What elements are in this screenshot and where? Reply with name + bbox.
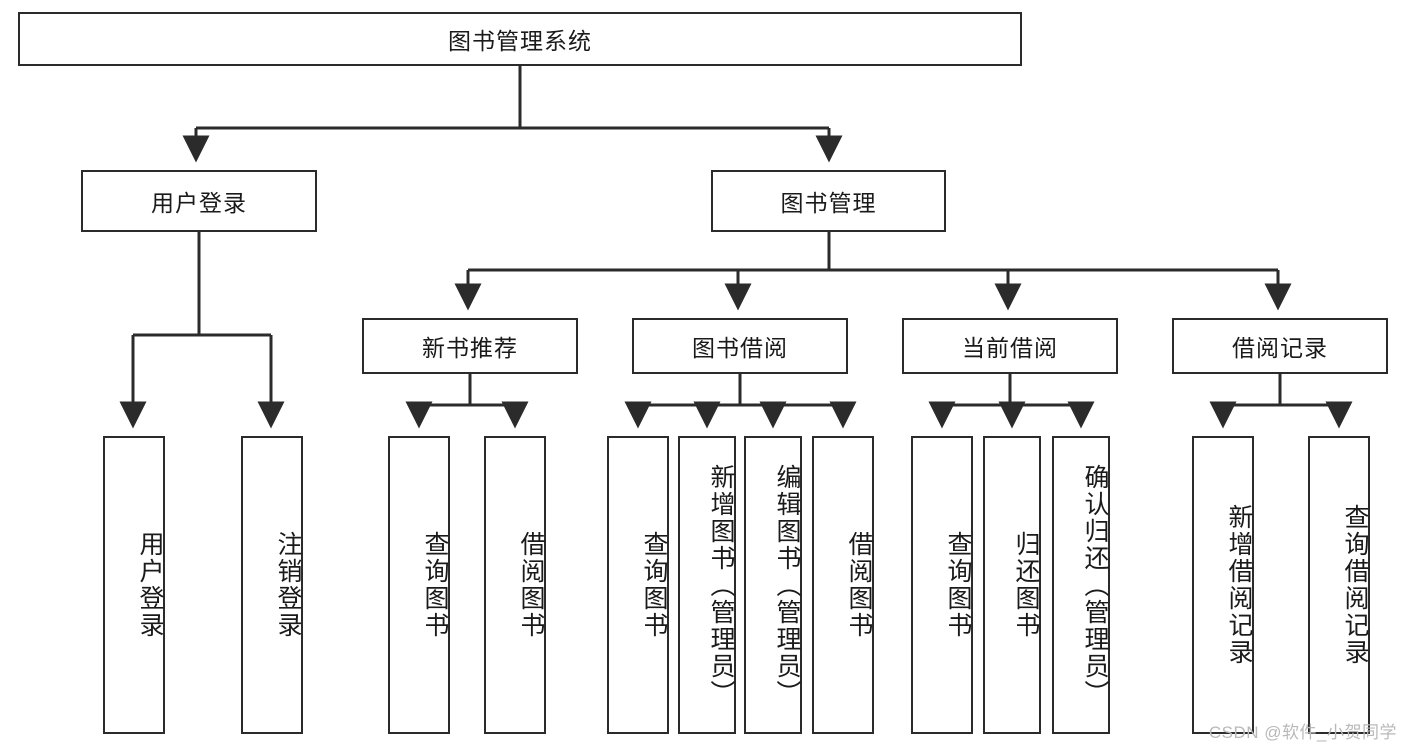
node-root[interactable]: 图书管理系统: [18, 12, 1022, 66]
node-borrow-record-label: 借阅记录: [1232, 335, 1328, 361]
node-book-manage[interactable]: 图书管理: [711, 170, 946, 232]
leaf-add-record[interactable]: 新增借阅记录: [1192, 436, 1254, 734]
leaf-borrow-book-1-label: 借阅图书: [517, 531, 545, 639]
node-book-borrow[interactable]: 图书借阅: [632, 318, 848, 374]
leaf-return-book-label: 归还图书: [1012, 531, 1040, 639]
leaf-query-book-2-label: 查询图书: [640, 531, 668, 639]
leaf-return-book[interactable]: 归还图书: [983, 436, 1041, 734]
node-book-borrow-label: 图书借阅: [692, 335, 788, 361]
leaf-query-book-1[interactable]: 查询图书: [388, 436, 450, 734]
leaf-borrow-book-1[interactable]: 借阅图书: [484, 436, 546, 734]
node-root-label: 图书管理系统: [448, 28, 592, 54]
node-book-manage-label: 图书管理: [780, 190, 877, 216]
leaf-query-record-label: 查询借阅记录: [1341, 504, 1369, 666]
leaf-query-book-3-label: 查询图书: [944, 531, 972, 639]
leaf-add-book[interactable]: 新增图书（管理员）: [678, 436, 736, 734]
node-new-book-recommend[interactable]: 新书推荐: [362, 318, 578, 374]
leaf-edit-book-label: 编辑图书（管理员）: [773, 463, 801, 707]
leaf-borrow-book-2[interactable]: 借阅图书: [812, 436, 874, 734]
leaf-user-logout[interactable]: 注销登录: [241, 436, 303, 734]
leaf-query-book-1-label: 查询图书: [421, 531, 449, 639]
csdn-watermark: CSDN @软件_小贺同学: [1208, 723, 1397, 742]
leaf-query-record[interactable]: 查询借阅记录: [1308, 436, 1370, 734]
leaf-query-book-3[interactable]: 查询图书: [911, 436, 973, 734]
leaf-user-login-label: 用户登录: [136, 531, 164, 639]
leaf-confirm-return[interactable]: 确认归还（管理员）: [1052, 436, 1110, 734]
node-current-borrow-label: 当前借阅: [962, 335, 1058, 361]
leaf-add-record-label: 新增借阅记录: [1225, 504, 1253, 666]
leaf-user-logout-label: 注销登录: [274, 531, 302, 639]
leaf-confirm-return-label: 确认归还（管理员）: [1081, 463, 1109, 707]
node-user-login[interactable]: 用户登录: [81, 170, 317, 232]
node-new-book-recommend-label: 新书推荐: [422, 335, 518, 361]
node-current-borrow[interactable]: 当前借阅: [902, 318, 1118, 374]
node-borrow-record[interactable]: 借阅记录: [1172, 318, 1388, 374]
leaf-user-login[interactable]: 用户登录: [103, 436, 165, 734]
leaf-borrow-book-2-label: 借阅图书: [845, 531, 873, 639]
leaf-add-book-label: 新增图书（管理员）: [707, 463, 735, 707]
leaf-edit-book[interactable]: 编辑图书（管理员）: [744, 436, 802, 734]
leaf-query-book-2[interactable]: 查询图书: [607, 436, 669, 734]
node-user-login-label: 用户登录: [151, 190, 247, 216]
